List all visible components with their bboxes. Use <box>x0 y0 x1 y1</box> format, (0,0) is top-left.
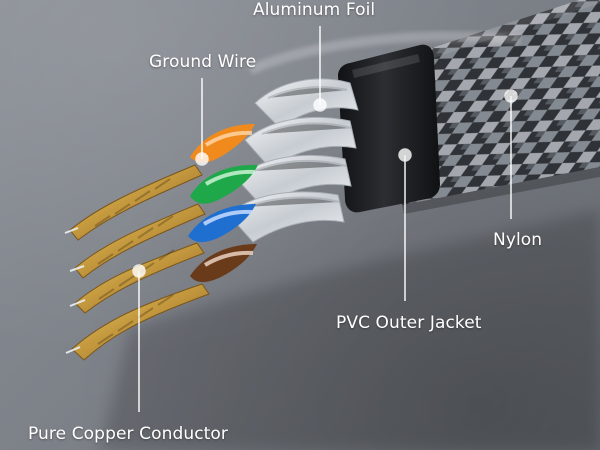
leader-dot-pvc <box>398 148 412 162</box>
callout-leaders <box>132 26 518 412</box>
label-nylon: Nylon <box>493 230 543 250</box>
label-aluminum-foil: Aluminum Foil <box>253 0 376 20</box>
aluminum-foil-shields <box>227 78 359 243</box>
leader-dot-copper <box>132 264 146 278</box>
leader-dot-ground-wire <box>195 152 209 166</box>
label-pvc-outer-jacket: PVC Outer Jacket <box>336 313 482 333</box>
leader-dot-aluminum-foil <box>313 98 327 112</box>
twisted-pair-insulation <box>188 124 258 283</box>
floor-shadow <box>100 210 600 450</box>
label-pure-copper-conductor: Pure Copper Conductor <box>28 424 229 444</box>
label-ground-wire: Ground Wire <box>149 52 257 72</box>
highlight-sheen <box>248 31 521 75</box>
leader-dot-nylon <box>504 89 518 103</box>
pvc-outer-jacket <box>338 44 440 213</box>
